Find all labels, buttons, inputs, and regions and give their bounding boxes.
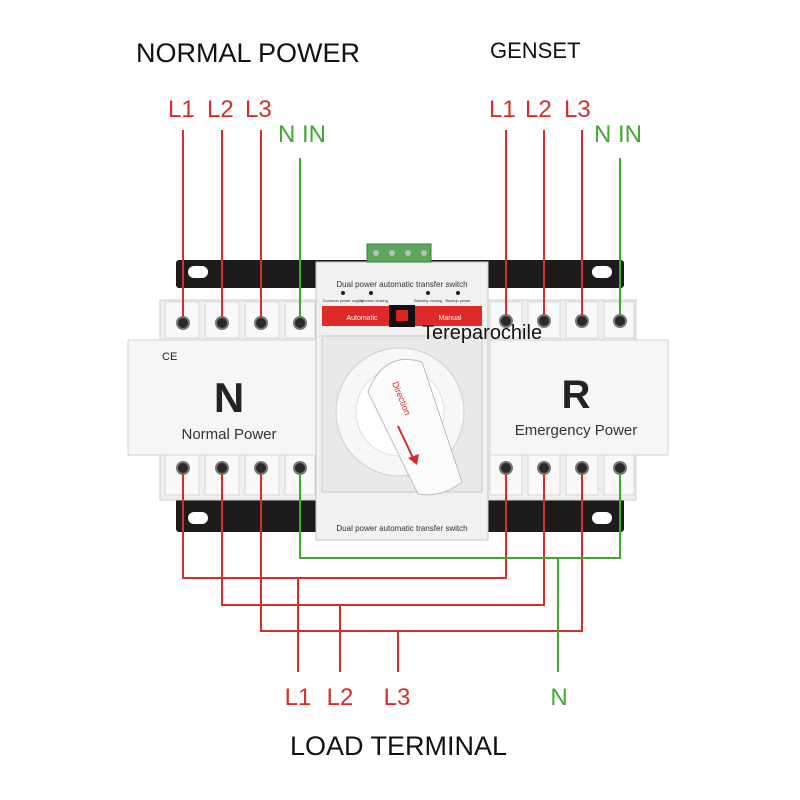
controller-top-label: Dual power automatic transfer switch xyxy=(336,280,467,289)
normal-l3-label: L3 xyxy=(245,96,272,123)
load-l2-bus xyxy=(221,474,545,672)
genset-input-labels: L1 L2 L3 N IN xyxy=(489,96,642,148)
controller-module: Dual power automatic transfer switch Com… xyxy=(315,243,489,541)
mode-automatic-label: Automatic xyxy=(346,315,378,322)
mode-toggle-switch[interactable] xyxy=(389,305,415,327)
genset-l2-label: L2 xyxy=(525,96,552,123)
indicator-backup-power: Backup power xyxy=(445,298,471,303)
genset-heading: GENSET xyxy=(490,38,580,63)
load-l1-label: L1 xyxy=(285,684,312,711)
direction-arrow-icon xyxy=(397,425,414,459)
normal-breaker-letter: N xyxy=(214,374,244,421)
indicator-standby-closing: Standby closing xyxy=(414,298,442,303)
controller-bottom-label: Dual power automatic transfer switch xyxy=(336,524,467,533)
normal-n-in-label: N IN xyxy=(278,121,326,148)
mode-manual-label: Manual xyxy=(439,315,462,322)
load-output-labels: L1 L2 L3 N xyxy=(285,684,568,711)
ce-mark: CE xyxy=(162,351,177,363)
normal-l1-label: L1 xyxy=(168,96,195,123)
indicator-common-closing: Common closing xyxy=(358,298,388,303)
genset-n-in-label: N IN xyxy=(594,121,642,148)
load-n-bus xyxy=(299,474,621,672)
genset-l1-label: L1 xyxy=(489,96,516,123)
rotary-handle[interactable]: Direction xyxy=(335,347,465,496)
load-l2-label: L2 xyxy=(327,684,354,711)
normal-power-input-labels: L1 L2 L3 N IN xyxy=(168,96,326,148)
emergency-breaker-letter: R xyxy=(562,373,591,417)
emergency-breaker-caption: Emergency Power xyxy=(515,422,638,439)
green-terminal-block xyxy=(366,243,432,263)
watermark-text: Tereparochile xyxy=(422,322,542,344)
output-wires xyxy=(182,474,621,672)
input-wires xyxy=(182,130,621,317)
load-l3-label: L3 xyxy=(384,684,411,711)
indicator-common-power: Common power supply xyxy=(323,298,364,303)
load-l3-bus xyxy=(260,474,583,672)
load-terminal-heading: LOAD TERMINAL xyxy=(290,731,507,761)
normal-l2-label: L2 xyxy=(207,96,234,123)
normal-power-heading: NORMAL POWER xyxy=(136,38,360,68)
load-n-label: N xyxy=(550,684,567,711)
genset-l3-label: L3 xyxy=(564,96,591,123)
normal-breaker-caption: Normal Power xyxy=(181,426,276,443)
indicator-leds xyxy=(341,291,460,295)
load-l1-bus xyxy=(182,474,507,672)
